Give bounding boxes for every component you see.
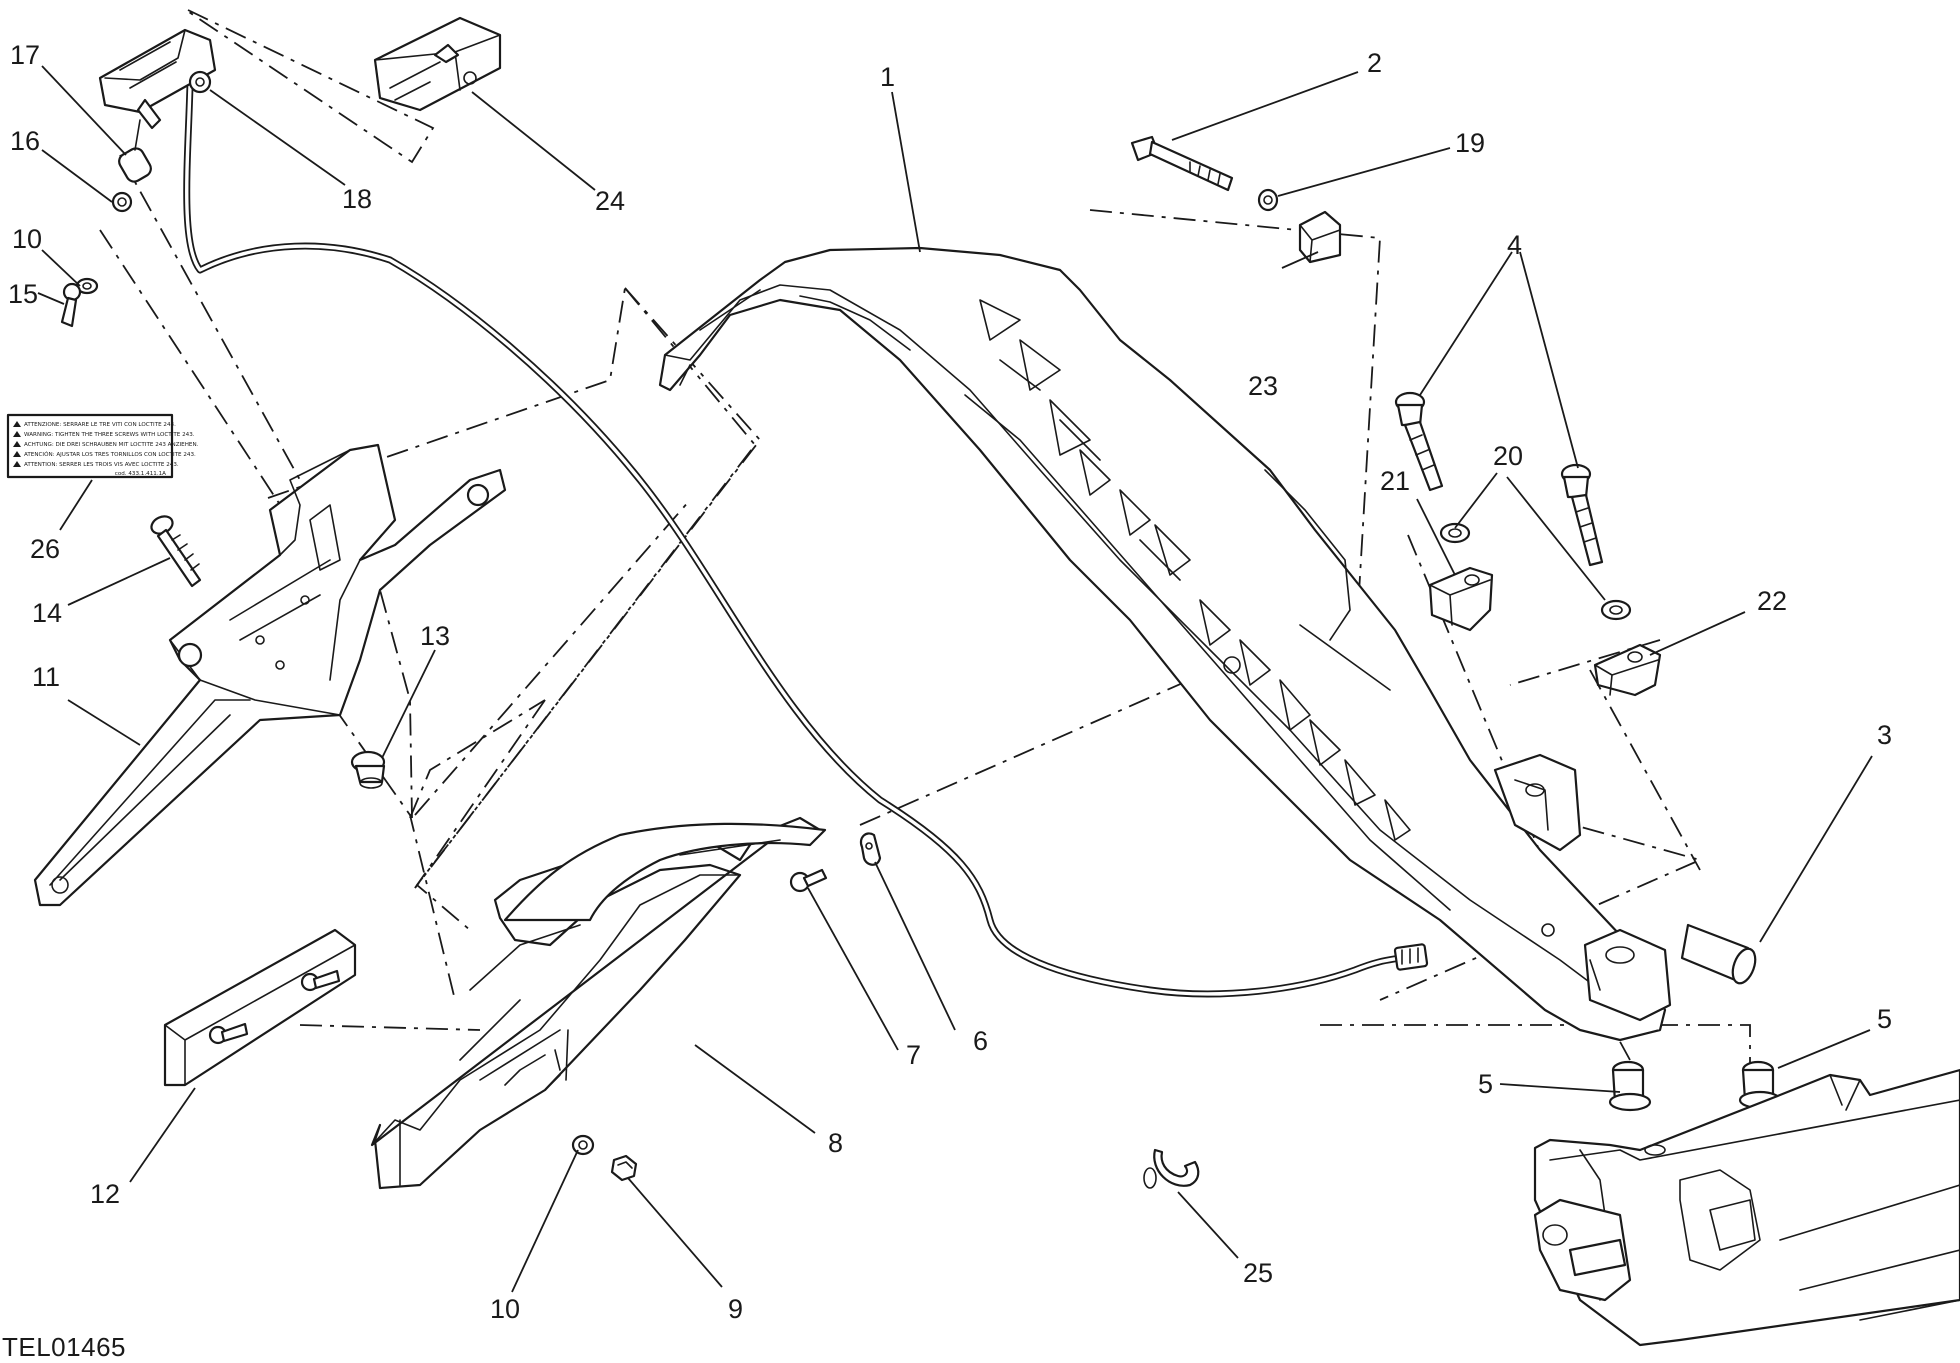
callout-4: 4 xyxy=(1507,230,1522,260)
callout-17: 17 xyxy=(10,40,40,70)
clip-21 xyxy=(1428,566,1494,632)
cable-clip-25 xyxy=(1143,1148,1200,1189)
license-plate-holder xyxy=(33,443,507,907)
callout-24: 24 xyxy=(595,186,625,216)
warning-line-fr: ATTENTION: SERRER LES TROIS VIS AVEC LOC… xyxy=(24,462,179,468)
warning-line-de: ACHTUNG: DIE DREI SCHRAUBEN MIT LOCTITE … xyxy=(24,442,199,448)
license-light xyxy=(373,16,502,112)
callout-26: 26 xyxy=(30,534,60,564)
callout-25: 25 xyxy=(1243,1258,1273,1288)
bolt-4-right xyxy=(1560,463,1604,567)
reflector xyxy=(163,928,357,1087)
callout-23: 23 xyxy=(1248,371,1278,401)
clip-22 xyxy=(1593,643,1662,697)
callout-15: 15 xyxy=(8,279,38,309)
bushing-3 xyxy=(1680,923,1757,985)
subframe-lattice xyxy=(979,299,1411,841)
rear-cover xyxy=(370,816,827,1190)
wire-harness xyxy=(183,81,1404,998)
warning-label-code: cod. 433.1.411.1A xyxy=(115,471,166,477)
nut-9 xyxy=(610,1154,638,1182)
diagram-reference-code: TEL01465 xyxy=(2,1332,126,1362)
bolt-2 xyxy=(1130,135,1234,192)
frame-section xyxy=(1533,1068,1960,1347)
callout-6: 6 xyxy=(973,1026,988,1056)
callout-8: 8 xyxy=(828,1128,843,1158)
warning-label: ATTENZIONE: SERRARE LE TRE VITI CON LOCT… xyxy=(6,413,199,479)
callout-16: 16 xyxy=(10,126,40,156)
bolt-4-left xyxy=(1394,391,1444,492)
leader-lines xyxy=(37,65,1873,1293)
rear-subframe xyxy=(658,246,1672,1042)
spacer-5-left xyxy=(1608,1060,1652,1112)
callout-10-top: 10 xyxy=(12,224,42,254)
callout-14: 14 xyxy=(32,598,62,628)
reflector-stud-b xyxy=(300,969,341,992)
clip-6 xyxy=(859,832,882,866)
callout-18: 18 xyxy=(342,184,372,214)
callout-13: 13 xyxy=(420,621,450,651)
subframe-lower-mount xyxy=(1583,928,1672,1022)
spacer-13 xyxy=(350,750,386,789)
screw-14 xyxy=(150,515,202,588)
subframe-bracket xyxy=(1493,753,1582,852)
screw-15 xyxy=(60,282,82,328)
callout-21: 21 xyxy=(1380,466,1410,496)
washer-10-bottom xyxy=(571,1134,595,1156)
callout-12: 12 xyxy=(90,1179,120,1209)
callout-7: 7 xyxy=(906,1040,921,1070)
clip-23 xyxy=(1298,210,1342,264)
nut-16 xyxy=(111,191,133,213)
warning-line-en: WARNING: TIGHTEN THE THREE SCREWS WITH L… xyxy=(24,432,195,438)
spacer-17 xyxy=(118,119,152,183)
warning-line-it: ATTENZIONE: SERRARE LE TRE VITI CON LOCT… xyxy=(24,422,176,428)
callout-5-left: 5 xyxy=(1478,1069,1493,1099)
washer-20-right xyxy=(1600,599,1632,621)
callout-10-bottom: 10 xyxy=(490,1294,520,1324)
warning-triangle-icons xyxy=(13,421,21,467)
washer-19 xyxy=(1257,188,1279,212)
washer-20-left xyxy=(1439,522,1471,544)
screw-7 xyxy=(789,868,828,893)
callout-1: 1 xyxy=(880,62,895,92)
wire-connector xyxy=(1393,943,1429,971)
warning-line-es: ATENCIÓN: AJUSTAR LOS TRES TORNILLOS CON… xyxy=(24,451,196,458)
callout-20: 20 xyxy=(1493,441,1523,471)
callout-9: 9 xyxy=(728,1294,743,1324)
callout-19: 19 xyxy=(1455,128,1485,158)
reflector-stud-a xyxy=(208,1022,249,1045)
callout-22: 22 xyxy=(1757,586,1787,616)
callout-2: 2 xyxy=(1367,48,1382,78)
callout-3: 3 xyxy=(1877,720,1892,750)
callout-numbers: 1 2 3 4 5 5 6 7 8 9 10 10 11 12 13 14 15… xyxy=(8,40,1892,1324)
license-light-bracket xyxy=(98,28,217,130)
callout-5-right: 5 xyxy=(1877,1004,1892,1034)
callout-11: 11 xyxy=(32,662,60,692)
